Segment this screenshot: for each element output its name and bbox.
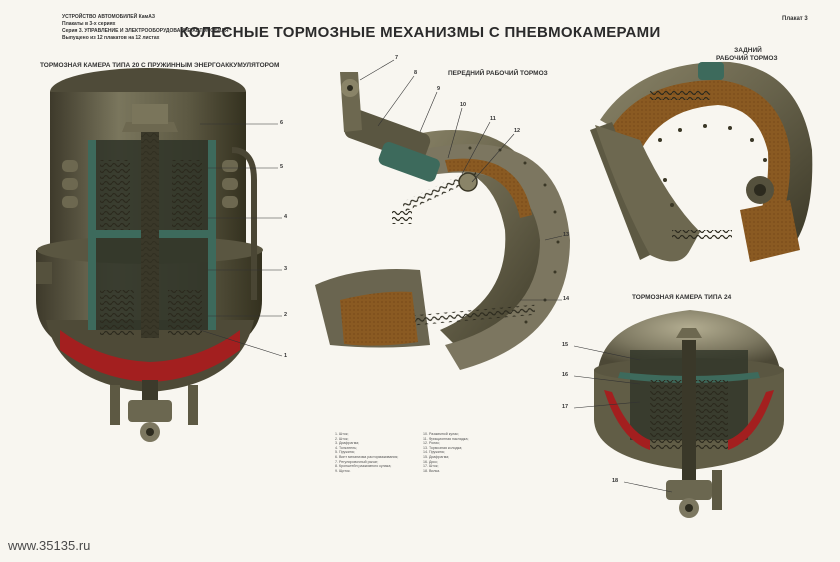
legend-column-right: 10. Разжимной кулак; 11. Фрикционная нак… — [423, 432, 515, 473]
caption-front-brake: ПЕРЕДНИЙ РАБОЧИЙ ТОРМОЗ — [448, 70, 548, 77]
legend-item: 3. Диафрагма; — [335, 441, 360, 446]
callout-3: 3 — [284, 266, 288, 272]
rear-brake-illustration — [590, 61, 813, 262]
callout-13: 13 — [563, 232, 570, 238]
callout-6: 6 — [280, 120, 284, 126]
callout-11: 11 — [490, 116, 496, 122]
legend-item: 14. Пружина; — [423, 450, 445, 455]
callout-5: 5 — [280, 164, 284, 170]
caption-rear-brake-line2: РАБОЧИЙ ТОРМОЗ — [716, 55, 778, 62]
parts-legend: 1. Шток; 2. Шток; 3. Диафрагма; 4. Толка… — [335, 432, 535, 496]
legend-item: 15. Диафрагма; — [423, 454, 450, 459]
callout-15: 15 — [562, 342, 569, 348]
legend-item: 12. Ролик; — [423, 441, 440, 446]
series-line: Плакаты в 3-х сериях — [62, 21, 116, 27]
callout-4: 4 — [284, 214, 288, 220]
series-line: Выпущено из 12 плакатов на 12 листах — [62, 35, 160, 41]
front-brake-illustration — [315, 72, 570, 370]
chamber-type-20-illustration — [36, 68, 263, 442]
legend-item: 13. Тормозная колодка; — [423, 445, 463, 450]
legend-item: 4. Толкатель; — [335, 445, 357, 450]
callout-2: 2 — [284, 312, 288, 318]
legend-item: 17. Шток; — [423, 464, 439, 469]
callout-9: 9 — [437, 86, 441, 92]
callout-1: 1 — [284, 353, 288, 359]
poster-title: КОЛЕСНЫЕ ТОРМОЗНЫЕ МЕХАНИЗМЫ С ПНЕВМОКАМ… — [179, 24, 661, 41]
legend-item: 11. Фрикционная накладка; — [423, 436, 469, 441]
callout-12: 12 — [514, 128, 521, 134]
series-line: УСТРОЙСТВО АВТОМОБИЛЕЙ КамАЗ — [62, 14, 155, 20]
callout-14: 14 — [563, 296, 570, 302]
leader-lines — [199, 59, 673, 493]
legend-item: 6. Винт механизма растормаживания; — [335, 454, 399, 459]
legend-item: 1. Шток; — [335, 432, 349, 436]
caption-chamber-20: ТОРМОЗНАЯ КАМЕРА ТИПА 20 С ПРУЖИННЫМ ЭНЕ… — [40, 62, 280, 69]
callout-7: 7 — [395, 55, 399, 61]
chamber-type-24-illustration — [594, 310, 784, 518]
legend-item: 7. Регулировочный рычаг; — [335, 459, 379, 464]
callout-17: 17 — [562, 404, 569, 410]
caption-chamber-24: ТОРМОЗНАЯ КАМЕРА ТИПА 24 — [632, 294, 732, 301]
caption-rear-brake-line1: ЗАДНИЙ — [734, 47, 762, 54]
callout-8: 8 — [414, 70, 418, 76]
callout-10: 10 — [460, 102, 467, 108]
legend-item: 9. Щиток. — [335, 468, 351, 473]
legend-item: 18. Вилка. — [423, 468, 441, 473]
caption-rear-brake: ЗАДНИЙ — [728, 47, 768, 54]
legend-item: 16. Диск; — [423, 459, 438, 464]
callout-16: 16 — [562, 372, 569, 378]
legend-item: 8. Кронштейн разжимного кулака; — [335, 464, 392, 469]
legend-item: 5. Пружина; — [335, 450, 355, 455]
series-line: Серия 3. УПРАВЛЕНИЕ И ЭЛЕКТРООБОРУДОВАНИ… — [62, 28, 229, 34]
legend-item: 2. Шток; — [335, 436, 349, 441]
series-header: УСТРОЙСТВО АВТОМОБИЛЕЙ КамАЗ Плакаты в 3… — [62, 14, 252, 42]
callout-18: 18 — [612, 478, 619, 484]
legend-item: 10. Разжимной кулак; — [423, 432, 459, 436]
watermark-link[interactable]: www.35135.ru — [8, 538, 91, 553]
plakat-label: Плакат 3 — [782, 16, 808, 22]
legend-column-left: 1. Шток; 2. Шток; 3. Диафрагма; 4. Толка… — [335, 432, 427, 473]
